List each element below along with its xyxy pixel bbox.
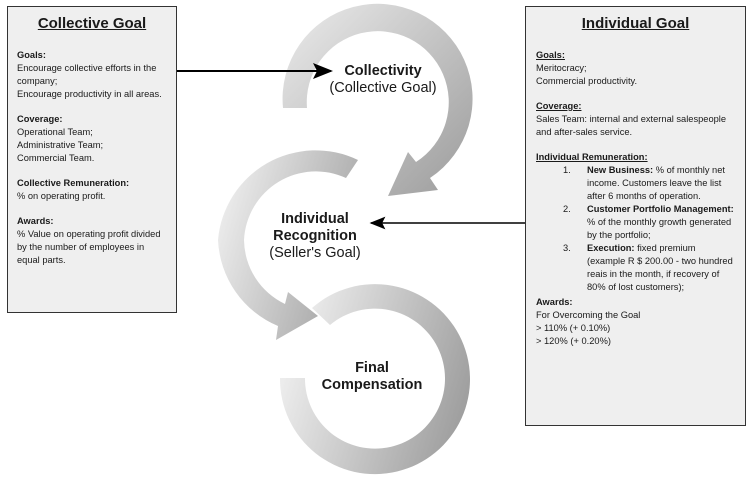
item-number: 1. <box>563 165 571 175</box>
item-text: fixed premium (example R $ 200.00 - two … <box>587 243 733 292</box>
section-line: For Overcoming the Goal <box>536 310 641 320</box>
node-subtitle: (Collective Goal) <box>329 80 437 96</box>
node-individual-recognition: Individual Recognition (Seller's Goal) <box>255 211 375 262</box>
ring-arrow-individual <box>218 150 358 340</box>
item-text: % of the monthly growth generated by the… <box>587 217 732 240</box>
item-label: Execution: <box>587 243 635 253</box>
item-text: % of monthly net income. Customers leave… <box>587 165 725 201</box>
section-heading: Coverage: <box>17 114 63 124</box>
remuneration-item: 3. Execution: fixed premium (example R $ … <box>536 242 735 294</box>
remuneration-item: 1. New Business: % of monthly net income.… <box>536 164 735 203</box>
section-heading: Awards: <box>536 297 573 307</box>
individual-goal-title: Individual Goal <box>581 15 690 32</box>
section-line: Operational Team; <box>17 127 93 137</box>
section-heading: Goals: <box>17 50 46 60</box>
remuneration-item: 2. Customer Portfolio Management: % of th… <box>536 203 735 242</box>
node-title-line2: Recognition <box>273 228 357 244</box>
section-line: % Value on operating profit divided by t… <box>17 229 161 265</box>
section-line: Meritocracy; <box>536 63 587 73</box>
item-label: New Business: <box>587 165 654 175</box>
collective-section: Awards: % Value on operating profit divid… <box>17 215 167 267</box>
remuneration-list: 1. New Business: % of monthly net income.… <box>536 164 735 294</box>
node-title-line1: Final <box>355 360 389 376</box>
collective-goal-sections: Goals: Encourage collective efforts in th… <box>17 49 167 267</box>
item-number: 3. <box>563 243 571 253</box>
node-final-compensation: Final Compensation <box>312 360 432 394</box>
node-collectivity: Collectivity (Collective Goal) <box>318 63 448 97</box>
section-heading: Awards: <box>17 216 54 226</box>
individual-goal-box: Individual Goal Goals: Meritocracy; Comm… <box>525 6 746 426</box>
section-line: > 120% (+ 0.20%) <box>536 336 611 346</box>
section-heading: Goals: <box>536 50 565 60</box>
individual-goals-section: Goals: Meritocracy; Commercial productiv… <box>536 49 735 88</box>
item-label: Customer Portfolio Management: <box>587 204 734 214</box>
node-title: Collectivity <box>344 63 422 79</box>
section-line: Administrative Team; <box>17 140 104 150</box>
collective-goal-title: Collective Goal <box>37 15 147 32</box>
individual-coverage-section: Coverage: Sales Team: internal and exter… <box>536 100 735 139</box>
item-number: 2. <box>563 204 571 214</box>
node-title-line2: Compensation <box>321 377 423 393</box>
section-heading: Coverage: <box>536 101 582 111</box>
collective-section: Coverage: Operational Team; Administrative… <box>17 113 167 165</box>
collective-section: Collective Remuneration: % on operating p… <box>17 177 167 203</box>
collective-section: Goals: Encourage collective efforts in th… <box>17 49 167 101</box>
section-line: Sales Team: internal and external salesp… <box>536 114 727 137</box>
section-line: Commercial Team. <box>17 153 95 163</box>
section-heading: Collective Remuneration: <box>17 178 130 188</box>
node-title-line1: Individual <box>281 211 349 227</box>
individual-awards-section: Awards: For Overcoming the Goal > 110% (… <box>536 296 735 348</box>
individual-remuneration-section: Individual Remuneration: 1. New Business:… <box>536 151 735 294</box>
section-line: Commercial productivity. <box>536 76 638 86</box>
section-line: > 110% (+ 0.10%) <box>536 323 611 333</box>
section-line: Encourage collective efforts in the comp… <box>17 63 157 86</box>
collective-goal-box: Collective Goal Goals: Encourage collecti… <box>7 6 177 313</box>
section-line: Encourage productivity in all areas. <box>17 89 162 99</box>
section-line: % on operating profit. <box>17 191 106 201</box>
node-subtitle: (Seller's Goal) <box>269 245 361 261</box>
section-heading: Individual Remuneration: <box>536 152 648 162</box>
